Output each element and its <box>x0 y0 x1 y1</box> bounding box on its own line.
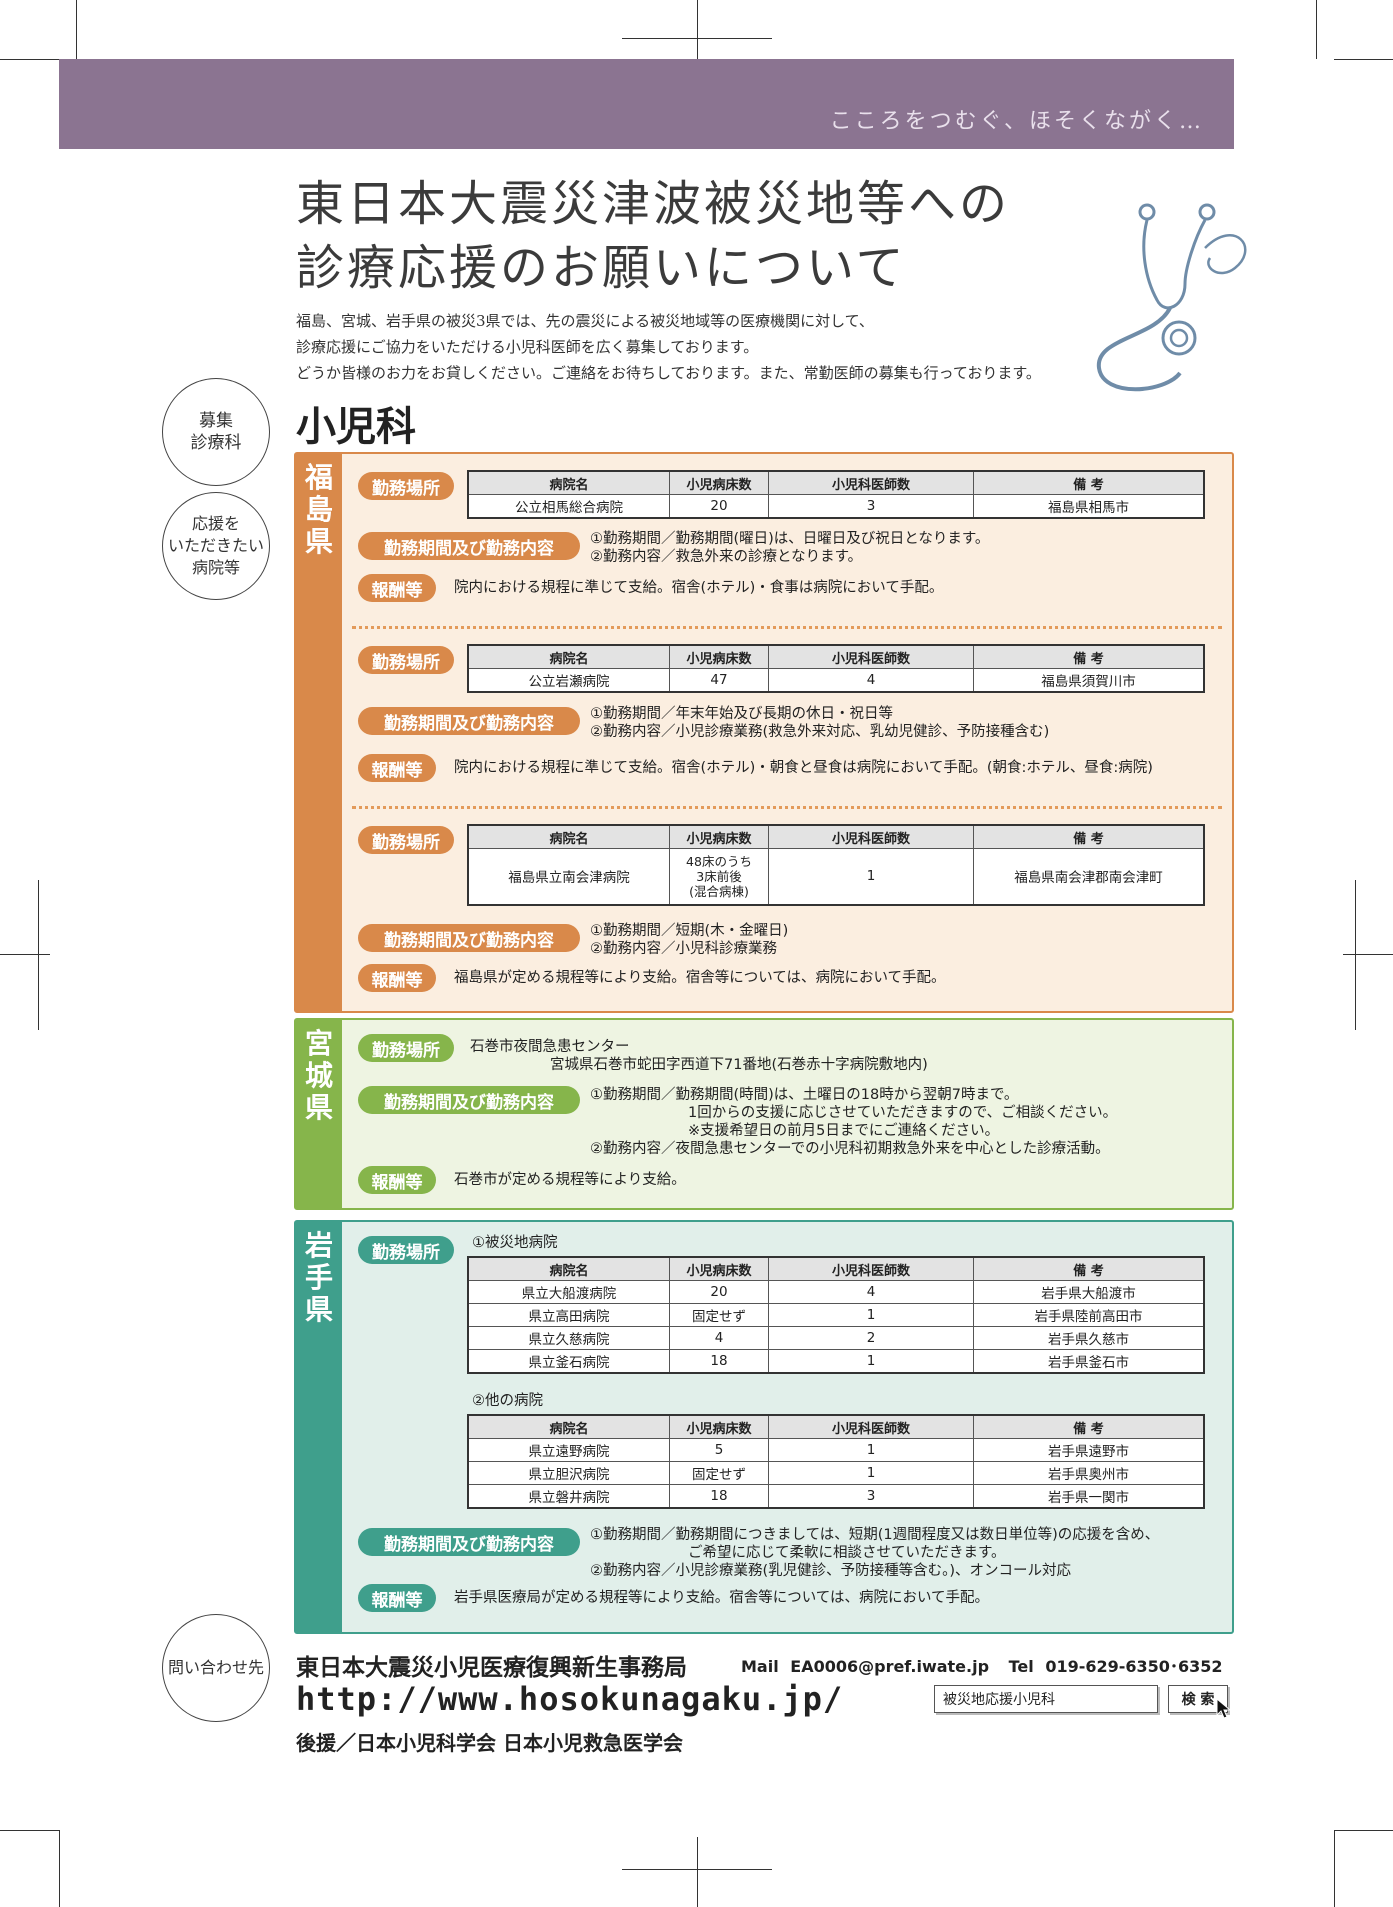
pay-text: 石巻市が定める規程等により支給。 <box>454 1172 686 1188</box>
intro-text: 福島、宮城、岩手県の被災3県では、先の震災による被災地域等の医療機関に対して、 … <box>296 312 1041 382</box>
divider <box>352 806 1222 809</box>
pay-text: 院内における規程に準じて支給。宿舎(ホテル)・食事は病院において手配。 <box>454 580 944 596</box>
section-label-miyagi: 宮 城 県 <box>296 1020 342 1208</box>
recruit-circle: 募集診療科 <box>162 378 270 486</box>
period-label: 勤務期間及び勤務内容 <box>358 924 580 952</box>
hospital-table: 病院名小児病床数小児科医師数備 考 福島県立南会津病院 48床のうち 3床前後 … <box>467 824 1205 906</box>
period-text: ①勤務期間／勤務期間(時間)は、土曜日の18時から翌朝7時まで。 1回からの支援… <box>590 1087 1118 1157</box>
section-miyagi: 宮 城 県 勤務場所 石巻市夜間急患センター 宮城県石巻市蛇田字西道下71番地(… <box>294 1018 1234 1210</box>
period-label: 勤務期間及び勤務内容 <box>358 1528 580 1556</box>
period-label: 勤務期間及び勤務内容 <box>358 707 580 735</box>
tagline: こころをつむぐ、ほそくながく… <box>829 109 1204 134</box>
pay-text: 院内における規程に準じて支給。宿舎(ホテル)・朝食と昼食は病院において手配。(朝… <box>454 760 1153 776</box>
period-text: ①勤務期間／勤務期間につきましては、短期(1週間程度又は数日単位等)の応援を含め… <box>590 1527 1160 1579</box>
pay-label: 報酬等 <box>358 574 436 602</box>
workplace-label: 勤務場所 <box>358 472 454 500</box>
period-text: ①勤務期間／年末年始及び長期の休日・祝日等 ②勤務内容／小児診療業務(救急外来対… <box>590 706 1050 740</box>
cursor-icon <box>1216 1698 1232 1719</box>
mail-contact: Mail EA0006@pref.iwate.jp Tel 019-629-63… <box>741 1657 1223 1676</box>
period-label: 勤務期間及び勤務内容 <box>358 532 580 560</box>
page-title: 東日本大震災津波被災地等への 診療応援のお願いについて <box>296 176 1011 296</box>
pay-text: 岩手県医療局が定める規程等により支給。宿舎等については、病院において手配。 <box>454 1590 990 1606</box>
search-input[interactable]: 被災地応援小児科 <box>934 1685 1158 1713</box>
workplace-label: 勤務場所 <box>358 646 454 674</box>
website-url[interactable]: http://www.hosokunagaku.jp/ <box>296 1680 844 1718</box>
period-label: 勤務期間及び勤務内容 <box>358 1086 580 1114</box>
period-text: ①勤務期間／勤務期間(曜日)は、日曜日及び祝日となります。 ②勤務内容／救急外来… <box>590 531 990 565</box>
tel-number: 019-629-6350･6352 <box>1045 1657 1223 1676</box>
section-label-iwate: 岩 手 県 <box>296 1222 342 1632</box>
pay-label: 報酬等 <box>358 754 436 782</box>
workplace-text: 石巻市夜間急患センター 宮城県石巻市蛇田字西道下71番地(石巻赤十字病院敷地内) <box>470 1039 928 1073</box>
workplace-label: 勤務場所 <box>358 826 454 854</box>
support-text: 後援／日本小児科学会 日本小児救急医学会 <box>296 1731 683 1755</box>
workplace-label: 勤務場所 <box>358 1034 454 1062</box>
header-banner: こころをつむぐ、ほそくながく… <box>59 59 1234 149</box>
contact-circle: 問い合わせ先 <box>162 1614 270 1722</box>
subject-title: 小児科 <box>296 404 416 450</box>
section-label-fukushima: 福 島 県 <box>296 454 342 1011</box>
workplace-label: 勤務場所 <box>358 1236 454 1264</box>
hospital-circle: 応援をいただきたい病院等 <box>162 492 270 600</box>
table-row: 福島県立南会津病院 48床のうち 3床前後 (混合病棟) 1 福島県南会津郡南会… <box>467 848 1205 905</box>
group-label: ②他の病院 <box>472 1393 543 1409</box>
pay-label: 報酬等 <box>358 1584 436 1612</box>
mail-link[interactable]: EA0006@pref.iwate.jp <box>790 1657 990 1676</box>
pay-text: 福島県が定める規程等により支給。宿舎等については、病院において手配。 <box>454 970 946 986</box>
period-text: ①勤務期間／短期(木・金曜日) ②勤務内容／小児科診療業務 <box>590 923 789 957</box>
org-name: 東日本大震災小児医療復興新生事務局 <box>296 1655 687 1681</box>
section-iwate: 岩 手 県 勤務場所 ①被災地病院 病院名小児病床数小児科医師数備 考 県立大船… <box>294 1220 1234 1634</box>
stethoscope-icon <box>1096 203 1247 392</box>
group-label: ①被災地病院 <box>472 1235 558 1251</box>
pay-label: 報酬等 <box>358 1166 436 1194</box>
pay-label: 報酬等 <box>358 964 436 992</box>
divider <box>352 626 1222 629</box>
